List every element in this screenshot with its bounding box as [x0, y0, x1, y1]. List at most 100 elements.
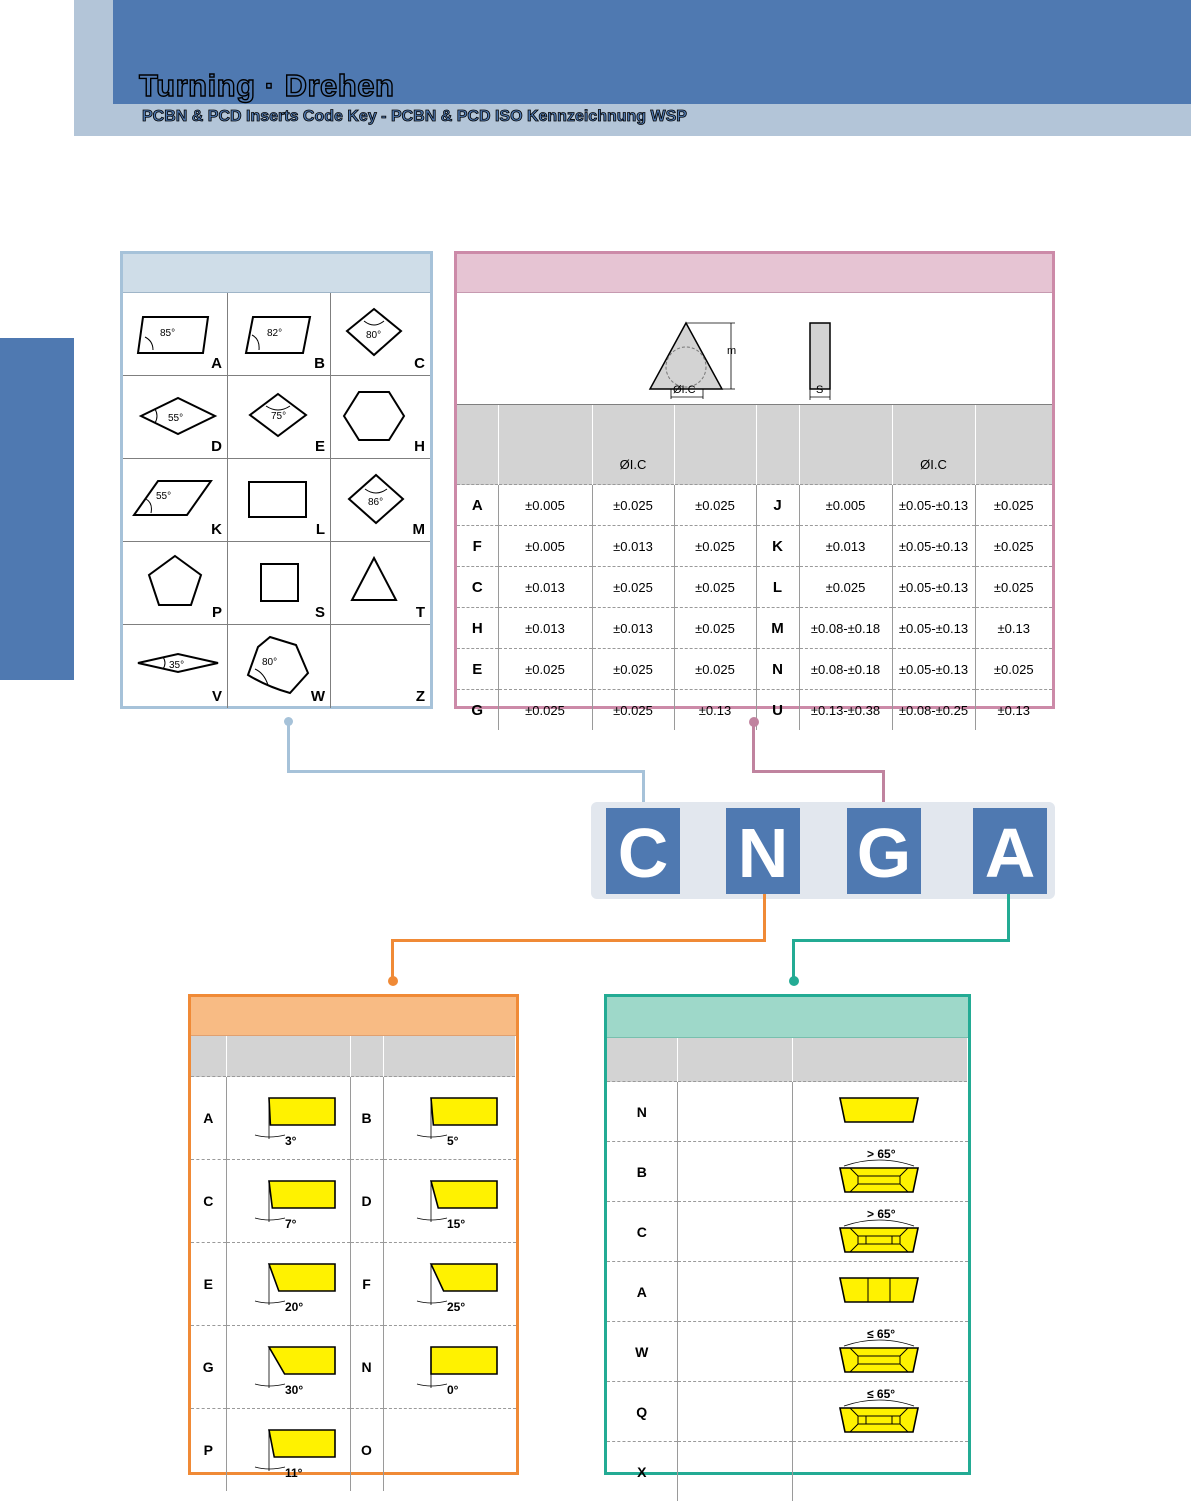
rel-head-img2 [383, 1036, 516, 1077]
chipbreaker-image: ≤ 65° [792, 1382, 968, 1442]
tol-value: ±0.13 [975, 608, 1052, 649]
chipbreaker-header [607, 997, 968, 1038]
chipbreaker-desc [677, 1202, 792, 1262]
shape-cell-v: 35° V [123, 625, 228, 708]
tol-header-3 [674, 405, 756, 485]
shape-cell-c: 80° C [331, 293, 430, 376]
shape-h-letter: H [414, 438, 425, 455]
relief-code: C [191, 1160, 226, 1243]
chipbreaker-angle-label: ≤ 65° [867, 1387, 895, 1401]
connector-line-tol [752, 722, 755, 772]
insert-shape-grid: 85° A 82° B 80° C [123, 293, 430, 708]
shape-b-angle: 82° [267, 328, 282, 339]
relief-code: N [350, 1326, 383, 1409]
chipbreaker-desc [677, 1142, 792, 1202]
shape-a-angle: 85° [160, 328, 175, 339]
tol-value: ±0.013 [592, 608, 674, 649]
shape-t-letter: T [416, 604, 425, 621]
tol-value: ±0.005 [799, 485, 892, 526]
chipbreaker-code: W [607, 1322, 677, 1382]
relief-angle-label: 15° [447, 1217, 465, 1231]
tol-value: ±0.025 [975, 485, 1052, 526]
shape-e-angle: 75° [271, 411, 286, 422]
relief-angle-label: 20° [285, 1300, 303, 1314]
tolerance-diagram: m ØI.C S [457, 293, 1052, 405]
chipbreaker-image [792, 1082, 968, 1142]
rel-head-img1 [226, 1036, 350, 1077]
relief-angle-label: 0° [447, 1383, 459, 1397]
shape-cell-a: 85° A [123, 293, 228, 376]
relief-angle-label: 30° [285, 1383, 303, 1397]
shape-w-letter: W [311, 688, 325, 705]
chipbreaker-image: ≤ 65° [792, 1322, 968, 1382]
relief-code: A [191, 1077, 226, 1160]
connector-dot-chip [789, 976, 799, 986]
chip-head-code [607, 1038, 677, 1082]
shape-cell-t: T [331, 542, 430, 625]
shape-cell-e: 75° E [228, 376, 331, 459]
shape-cell-h: H [331, 376, 430, 459]
code-letter-tolerance: G [847, 808, 921, 894]
tol-code: L [756, 567, 799, 608]
chipbreaker-code: A [607, 1262, 677, 1322]
tol-value: ±0.08-±0.25 [892, 690, 975, 731]
rel-head-code1 [191, 1036, 226, 1077]
relief-image: 5° [383, 1077, 516, 1160]
chipbreaker-angle-label: ≤ 65° [867, 1327, 895, 1341]
tol-value: ±0.013 [498, 608, 592, 649]
tol-value: ±0.005 [498, 526, 592, 567]
relief-image: 0° [383, 1326, 516, 1409]
relief-insert-icon: 3° [233, 1082, 343, 1152]
relief-insert-icon: 5° [395, 1082, 505, 1152]
tol-code: A [457, 485, 498, 526]
tol-code: U [756, 690, 799, 731]
side-tab [0, 338, 74, 680]
shape-d-letter: D [211, 438, 222, 455]
shape-a-letter: A [211, 355, 222, 372]
connector-line-relief-h [391, 939, 766, 942]
tol-value: ±0.08-±0.18 [799, 649, 892, 690]
shape-c-angle: 80° [366, 330, 381, 341]
tol-value: ±0.025 [674, 608, 756, 649]
tol-value: ±0.013 [799, 526, 892, 567]
page-title: Turning · Drehen [139, 68, 394, 104]
tol-code: G [457, 690, 498, 731]
table-row: X [607, 1442, 968, 1501]
tol-value: ±0.025 [592, 690, 674, 731]
relief-code: F [350, 1243, 383, 1326]
relief-angle-label: 11° [285, 1466, 303, 1480]
chipbreaker-insert-icon [820, 1264, 940, 1316]
code-letter-shape: C [606, 808, 680, 894]
tol-value: ±0.025 [975, 526, 1052, 567]
page-subtitle: PCBN & PCD Inserts Code Key - PCBN & PCD… [142, 108, 687, 126]
tol-code: E [457, 649, 498, 690]
insert-shape-header [123, 254, 430, 293]
chipbreaker-desc [677, 1442, 792, 1501]
tolerance-header [457, 254, 1052, 293]
chipbreaker-insert-icon: > 65° [820, 1204, 940, 1256]
relief-angle-label: 5° [447, 1134, 459, 1148]
tol-code: N [756, 649, 799, 690]
relief-insert-icon: 30° [233, 1331, 343, 1401]
tol-code: J [756, 485, 799, 526]
shape-p-letter: P [212, 604, 222, 621]
shape-v-letter: V [212, 688, 222, 705]
tol-value: ±0.025 [498, 649, 592, 690]
shape-e-letter: E [315, 438, 325, 455]
relief-image: 30° [226, 1326, 350, 1409]
shape-cell-p: P [123, 542, 228, 625]
tol-value: ±0.025 [674, 567, 756, 608]
tol-header-4 [756, 405, 799, 485]
rel-head-code2 [350, 1036, 383, 1077]
tol-value: ±0.05-±0.13 [892, 526, 975, 567]
